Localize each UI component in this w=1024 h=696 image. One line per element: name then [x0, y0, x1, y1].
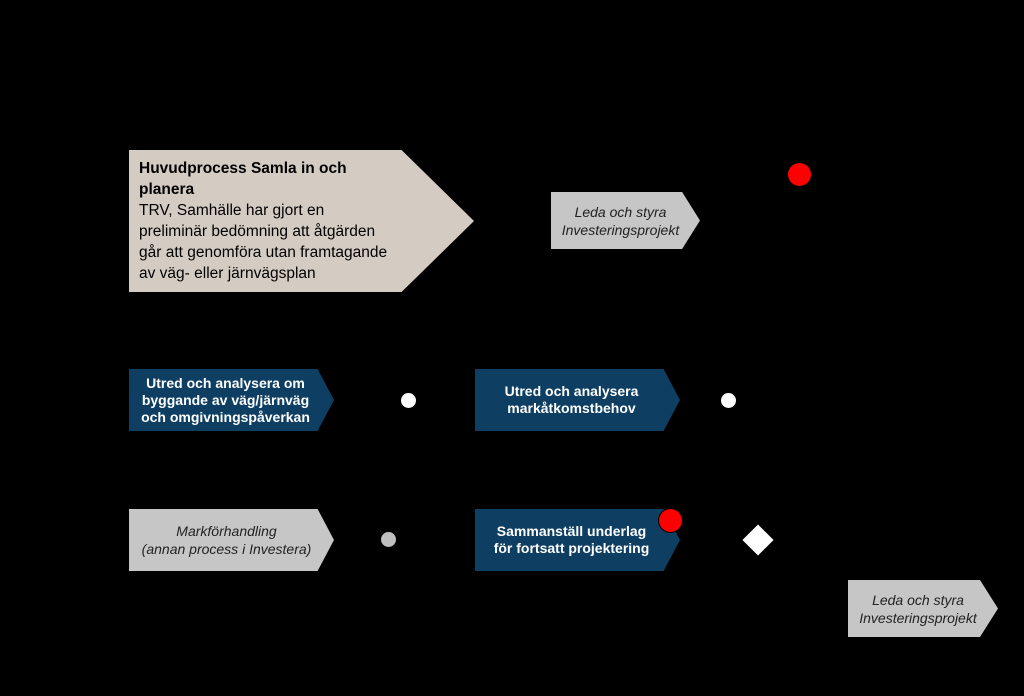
process-sammanstall-underlag: Sammanställ underlag för fortsatt projek… — [475, 509, 680, 571]
main-process-box: Huvudprocess Samla in och planera TRV, S… — [129, 150, 474, 292]
process-label-line: Markförhandling — [176, 523, 277, 539]
intermediate-event-white — [721, 393, 736, 408]
process-label-line: byggande av väg/järnväg — [141, 391, 310, 408]
process-utred-byggande: Utred och analysera om byggande av väg/j… — [129, 369, 334, 431]
process-label-line: och omgivningspåverkan — [141, 408, 310, 425]
main-process-description: TRV, Samhälle har gjort en preliminär be… — [139, 202, 388, 282]
process-label-line: Leda och styra — [574, 203, 667, 220]
process-utred-markatkomst: Utred och analysera markåtkomstbehov — [475, 369, 680, 431]
process-label-line: Utred och analysera om — [146, 374, 305, 391]
decision-gateway-diamond — [742, 524, 774, 556]
process-label-line: markåtkomstbehov — [507, 400, 636, 416]
process-label-line: Investeringsprojekt — [561, 221, 680, 238]
intermediate-event-gray — [381, 532, 396, 547]
process-label-line: Investeringsprojekt — [859, 609, 977, 626]
process-markforhandling: Markförhandling (annan process i Investe… — [129, 509, 334, 571]
process-label-line: Utred och analysera — [504, 383, 639, 399]
process-label-line: (annan process i Investera) — [141, 541, 312, 557]
start-event-red — [659, 509, 682, 532]
process-label-line: Sammanställ underlag — [496, 523, 647, 539]
start-event-red — [788, 163, 811, 186]
main-process-title: Huvudprocess Samla in och planera — [139, 160, 347, 198]
process-label-line: Leda och styra — [872, 591, 964, 608]
process-label-line: för fortsatt projektering — [493, 540, 650, 556]
intermediate-event-white — [401, 393, 416, 408]
process-leda-och-styra-top: Leda och styra Investeringsprojekt — [551, 192, 700, 249]
process-leda-och-styra-bottom: Leda och styra Investeringsprojekt — [848, 580, 998, 637]
